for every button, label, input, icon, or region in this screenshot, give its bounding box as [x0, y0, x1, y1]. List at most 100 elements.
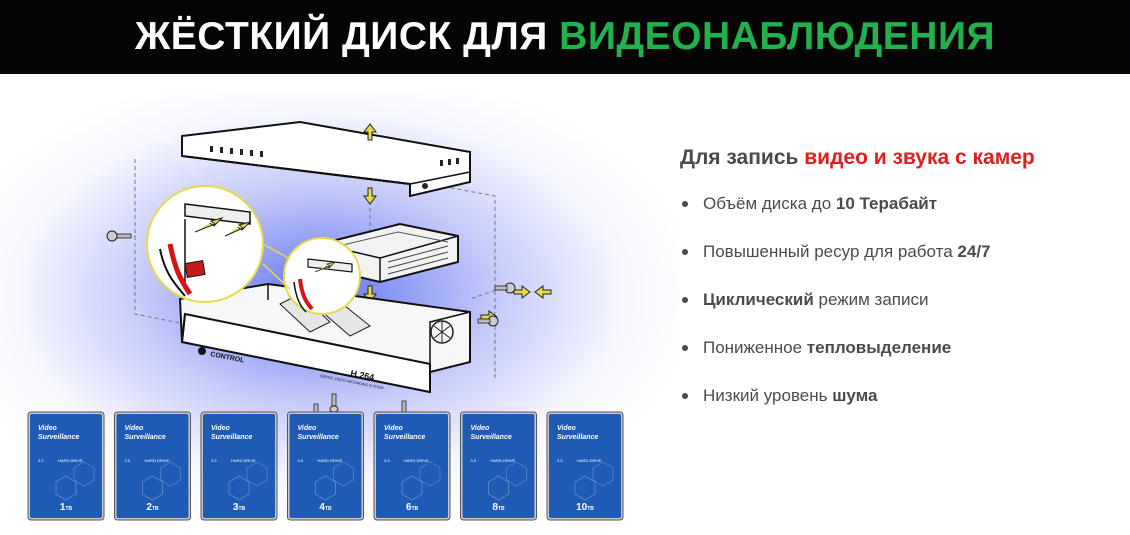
drive-title-line1: Video: [298, 425, 318, 432]
features-list: Объём диска до 10 Терабайт Повышенный ре…: [680, 194, 1120, 434]
hexagon-decoration: [488, 475, 509, 501]
drive-capacity: 1TB: [60, 502, 73, 513]
drive-type: HARD DRIVE: [404, 458, 429, 463]
bullet-icon: [682, 393, 688, 399]
drive-title-line2: Surveillance: [211, 434, 252, 441]
drive-form-factor: 3.5: [298, 458, 304, 463]
drive-capacity: 6TB: [406, 502, 419, 513]
page-title: ЖЁСТКИЙ ДИСК ДЛЯ ВИДЕОНАБЛЮДЕНИЯ: [135, 15, 995, 59]
drive-form-factor: 3.5: [125, 458, 131, 463]
drive-capacity-unit: TB: [498, 506, 505, 512]
drive-type: HARD DRIVE: [145, 458, 170, 463]
drive-label: [462, 414, 535, 518]
hexagon-decoration: [73, 461, 95, 487]
feature-text: Повышенный ресур для работа: [703, 242, 958, 261]
connector-zoom-callouts: [146, 185, 361, 315]
drive-capacity: 8TB: [492, 502, 505, 513]
drive-capacity: 4TB: [319, 502, 332, 513]
feature-item: Объём диска до 10 Терабайт: [680, 194, 1120, 242]
drive-capacity-unit: TB: [238, 506, 245, 512]
drive-capacity-number: 2: [146, 502, 152, 513]
hexagon-decoration: [574, 475, 596, 501]
drive-capacity-number: 6: [406, 502, 412, 513]
hexagon-decoration: [506, 461, 527, 487]
drive-form-factor: 3.5: [211, 458, 217, 463]
drive-capacity-unit: TB: [65, 506, 72, 512]
drive-capacity-number: 10: [576, 502, 588, 513]
feature-text: Объём диска до: [703, 194, 836, 213]
drive-form-factor: 3.5: [471, 458, 477, 463]
drive-type: HARD DRIVE: [231, 458, 256, 463]
drive-type: HARD DRIVE: [491, 458, 516, 463]
drive-type: HARD DRIVE: [577, 458, 602, 463]
features-panel: Для запись видео и звука с камер Объём д…: [680, 146, 1120, 434]
features-heading: Для запись видео и звука с камер: [680, 146, 1120, 170]
hexagon-decoration: [315, 475, 336, 501]
drive-title-line1: Video: [384, 425, 404, 432]
drive-title-line1: Video: [125, 425, 145, 432]
drive-capacity-unit: TB: [152, 506, 159, 512]
drive-label: [116, 414, 189, 518]
hexagon-decoration: [228, 475, 250, 501]
device-model: H.264: [350, 368, 375, 382]
drive-capacity-unit: TB: [325, 506, 332, 512]
drive-capacity: 2TB: [146, 502, 159, 513]
drive-title-line2: Surveillance: [557, 434, 598, 441]
drive-label: [376, 414, 448, 518]
feature-bold: шума: [832, 386, 878, 405]
bullet-icon: [682, 249, 688, 255]
feature-text: Пониженное: [703, 338, 807, 357]
drive-type: HARD DRIVE: [58, 458, 83, 463]
drive-title-line2: Surveillance: [471, 434, 512, 441]
dvr-top-cover: [181, 120, 471, 198]
drive-title-line1: Video: [557, 425, 577, 432]
feature-bold: 24/7: [957, 242, 991, 261]
title-banner: ЖЁСТКИЙ ДИСК ДЛЯ ВИДЕОНАБЛЮДЕНИЯ: [0, 0, 1130, 74]
drive-title-line2: Surveillance: [38, 434, 79, 441]
feature-text-after: режим записи: [813, 290, 929, 309]
hexagon-decoration: [246, 461, 268, 487]
drive-capacity-unit: TB: [411, 506, 418, 512]
drive-label: [30, 414, 102, 518]
drive-label: [289, 414, 362, 518]
title-part-green: ВИДЕОНАБЛЮДЕНИЯ: [559, 15, 996, 58]
drive-label: [203, 414, 275, 518]
drive-capacity: 3TB: [233, 502, 246, 513]
hexagon-decoration: [142, 475, 163, 501]
hexagon-decoration: [401, 475, 423, 501]
drive-capacity: 10TB: [576, 502, 594, 513]
hexagon-decoration: [592, 461, 614, 487]
drive-capacity-number: 1: [60, 502, 66, 513]
drive-title-line1: Video: [38, 425, 58, 432]
drive-title-line1: Video: [211, 425, 231, 432]
drive-title-line2: Surveillance: [125, 434, 166, 441]
hexagon-decoration: [55, 475, 77, 501]
hexagon-decoration: [333, 461, 354, 487]
drive-title-line1: Video: [471, 425, 491, 432]
heading-part-red: видео и звука с камер: [804, 146, 1035, 169]
title-part-white: ЖЁСТКИЙ ДИСК ДЛЯ: [134, 15, 560, 58]
hexagon-decoration: [160, 461, 181, 487]
feature-item: Повышенный ресур для работа 24/7: [680, 242, 1120, 290]
drive-form-factor: 3.5: [384, 458, 390, 463]
drive-form-factor: 3.5: [557, 458, 563, 463]
drive-label: [549, 414, 621, 518]
feature-text: Низкий уровень: [703, 386, 833, 405]
bullet-icon: [682, 297, 688, 303]
drive-capacity-unit: TB: [587, 506, 594, 512]
drive-form-factor: 3.5: [38, 458, 44, 463]
drive-capacity-number: 4: [319, 502, 325, 513]
drive-type: HARD DRIVE: [318, 458, 343, 463]
feature-bold: Циклический: [703, 290, 814, 309]
bullet-icon: [682, 201, 688, 207]
feature-bold: тепловыделение: [806, 338, 952, 357]
drive-capacity-number: 3: [233, 502, 239, 513]
